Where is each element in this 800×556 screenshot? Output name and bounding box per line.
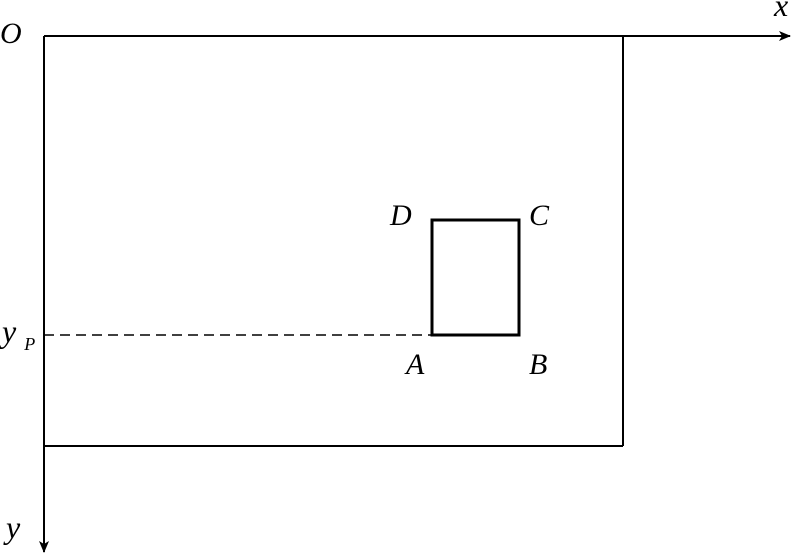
rectangle-abcd xyxy=(430,218,521,337)
y-axis-label: y xyxy=(3,509,21,545)
y-p-main: y xyxy=(0,313,17,349)
point-b-label: B xyxy=(529,348,547,381)
y-p-label: y P xyxy=(0,313,35,354)
point-c-label: C xyxy=(529,199,550,232)
y-p-subscript: P xyxy=(23,334,35,354)
point-d-label: D xyxy=(389,199,412,232)
point-a-label: A xyxy=(404,348,425,381)
x-axis-label: x xyxy=(773,0,788,23)
origin-label: O xyxy=(0,17,22,50)
